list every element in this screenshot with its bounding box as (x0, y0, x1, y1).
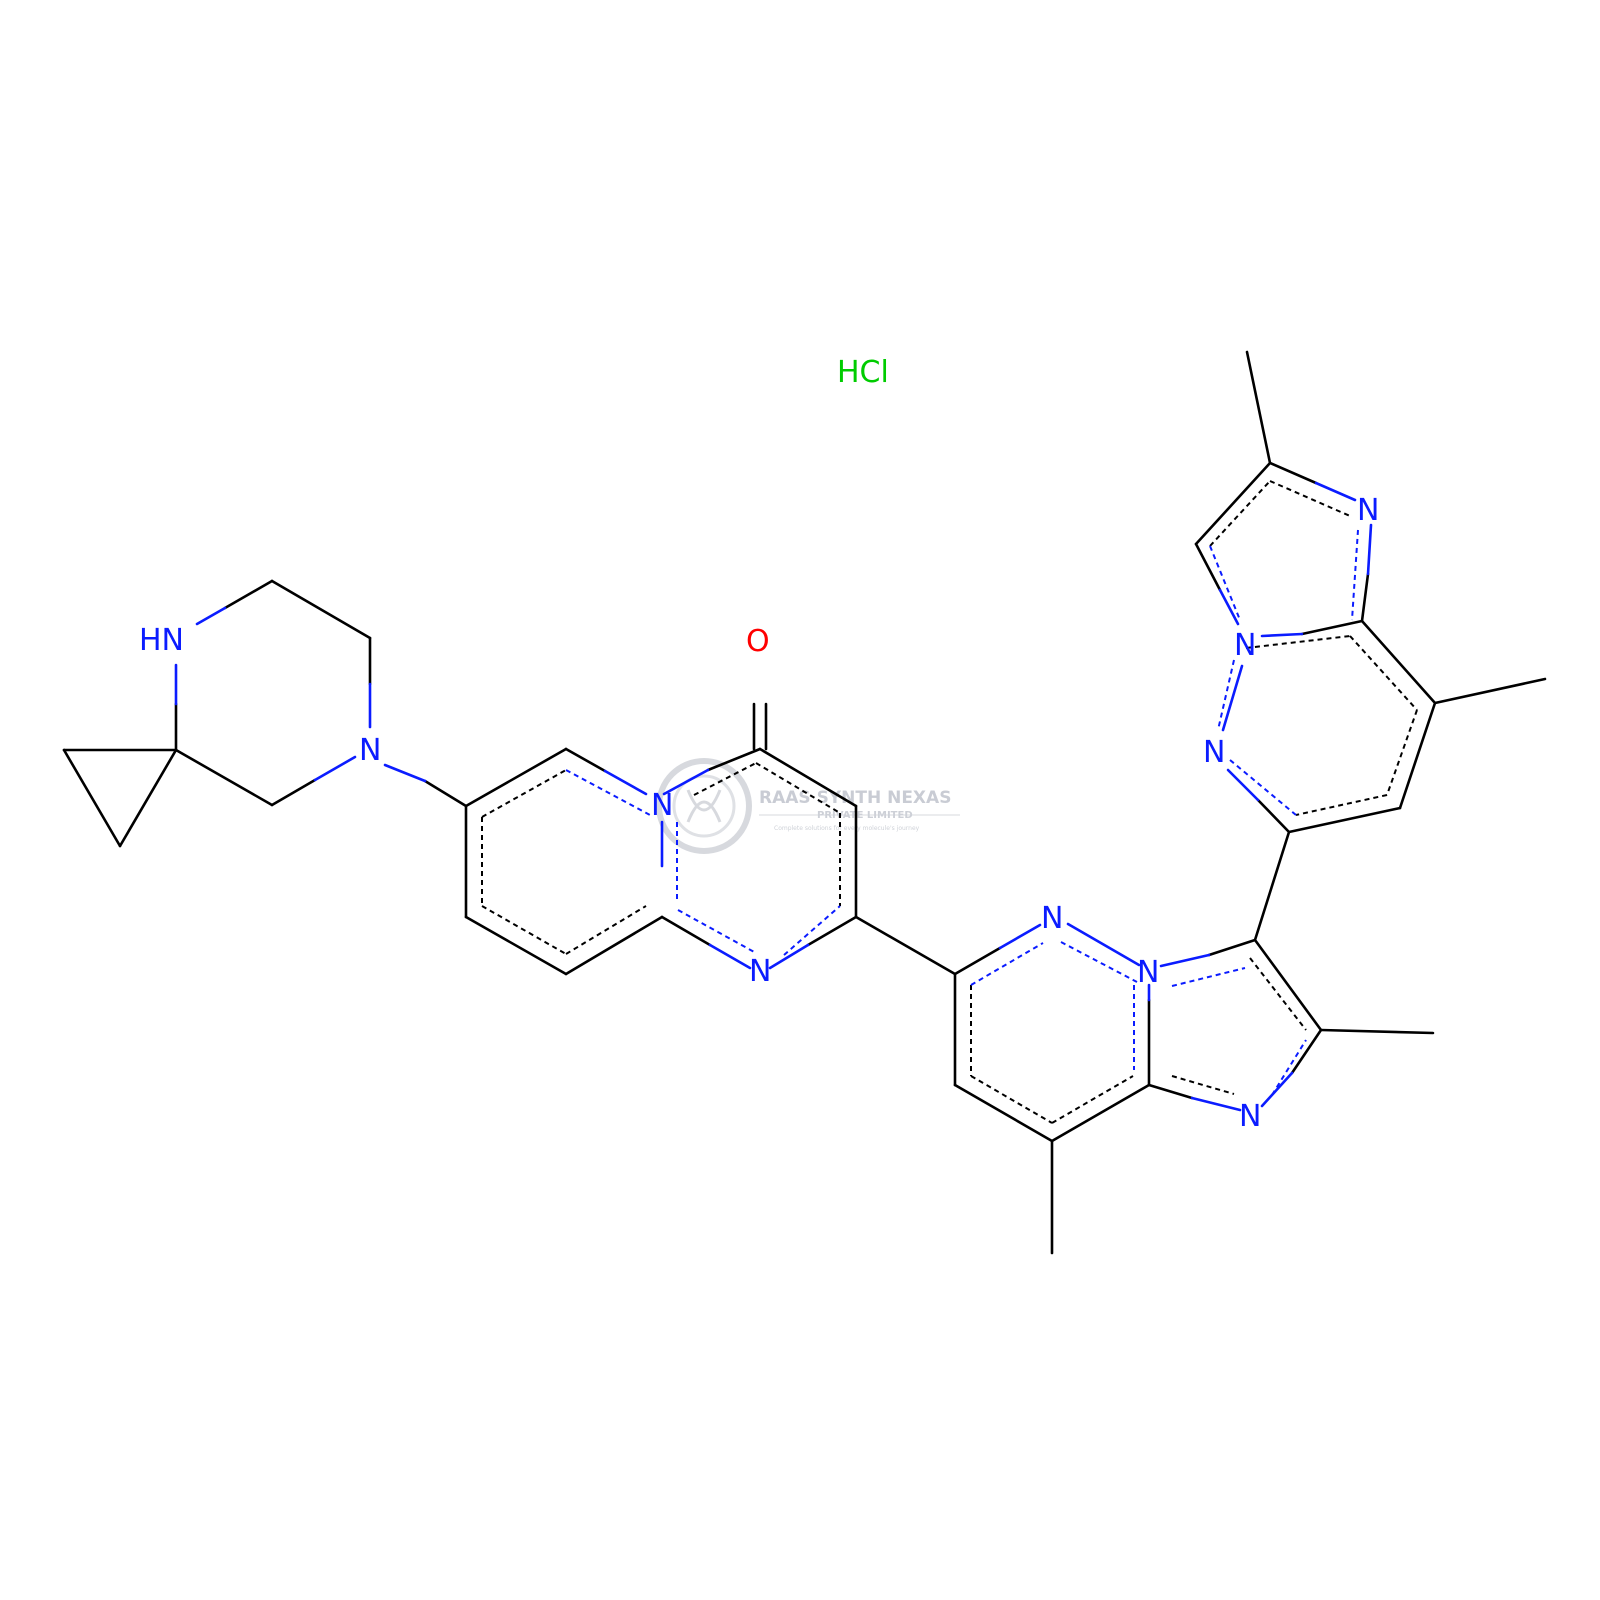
nitrogen-bonds (174, 481, 1373, 1112)
watermark-subtitle: PRIVATE LIMITED (817, 810, 913, 821)
watermark-company: RAAS SYNTH NEXAS (759, 788, 951, 808)
pyridazine-n-label: N (1041, 901, 1063, 936)
imidazo-bridgehead-n-label: N (1137, 955, 1159, 990)
watermark: RAAS SYNTH NEXAS PRIVATE LIMITED Complet… (656, 758, 960, 854)
bridgehead-n-label: N (651, 788, 673, 823)
top-bridgehead-n-label: N (1234, 628, 1256, 663)
pyrimidine-n-label: N (749, 954, 771, 989)
amine-nh-label: HN (139, 623, 184, 658)
imidazole-n-label: N (1239, 1099, 1261, 1134)
hcl-label: HCl (837, 355, 889, 390)
watermark-tagline: Complete solutions for every molecule's … (774, 825, 920, 832)
top-imidazole-n-label: N (1357, 493, 1379, 528)
top-pyridazine-n-label: N (1203, 735, 1225, 770)
aromatic-inner-dashed (481, 480, 1418, 1124)
atom-labels: HCl HN N O N N N N N N N N (139, 355, 1379, 1134)
carbonyl-o-label: O (746, 624, 770, 659)
carbon-bonds (62, 350, 1547, 1255)
watermark-logo (656, 758, 752, 854)
aromatic-nitrogen-dashed (565, 529, 1359, 1096)
piperazine-n-label: N (359, 733, 381, 768)
